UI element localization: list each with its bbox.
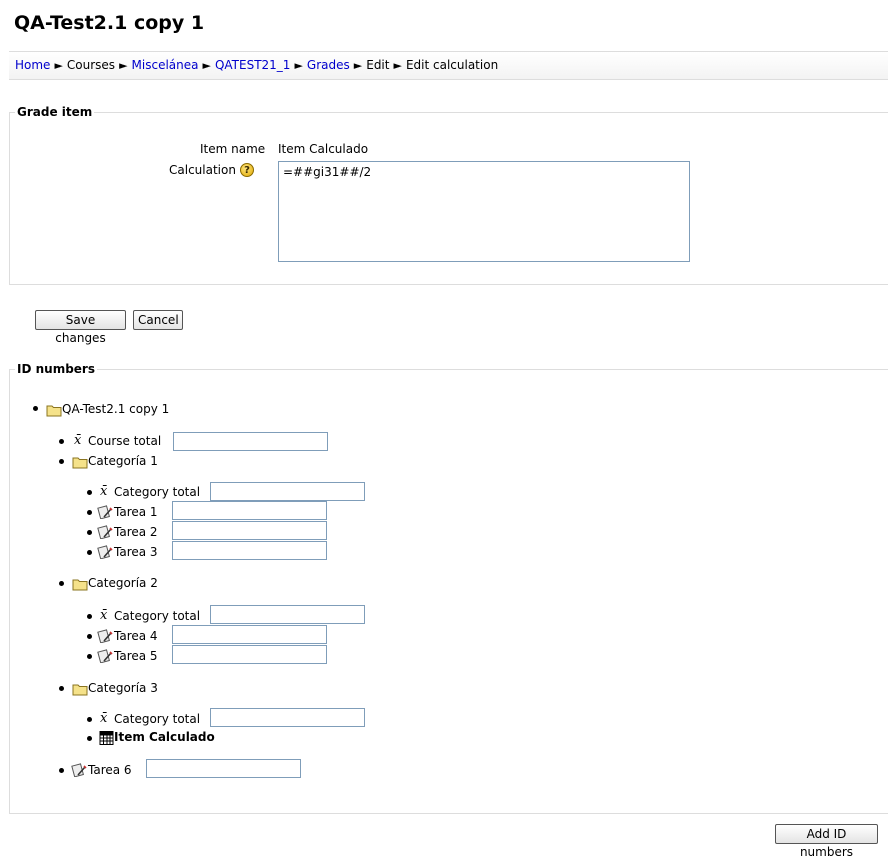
breadcrumb-separator: ►: [119, 59, 128, 72]
tarea-2-label: Tarea 2: [114, 525, 158, 539]
breadcrumb-separator: ►: [393, 59, 402, 72]
tarea-5-idnumber-input[interactable]: [172, 645, 327, 664]
folder-icon: [72, 579, 88, 591]
category-total-icon: x̄: [100, 608, 108, 623]
save-changes-button[interactable]: Save changes: [35, 310, 126, 345]
item-name-label: Item name: [200, 142, 266, 156]
category-2-total-label: Category total: [114, 609, 201, 623]
folder-icon: [72, 684, 88, 696]
tarea-1-label: Tarea 1: [114, 505, 158, 519]
list-bullet: [87, 736, 92, 741]
list-bullet: [59, 581, 64, 586]
category-3-total-label: Category total: [114, 712, 201, 726]
breadcrumb-separator: ►: [294, 59, 303, 72]
breadcrumb-course[interactable]: QATEST21_1: [214, 58, 291, 72]
category-2-total-idnumber-input[interactable]: [210, 605, 365, 624]
tarea-4-idnumber-input[interactable]: [172, 625, 327, 644]
assignment-icon: [97, 505, 113, 519]
item-calculado-label: Item Calculado: [114, 730, 215, 744]
breadcrumb: Home►Courses►Miscelánea►QATEST21_1►Grade…: [15, 58, 498, 72]
list-bullet: [59, 686, 64, 691]
tarea-6-idnumber-input[interactable]: [146, 759, 301, 778]
navbar: Home►Courses►Miscelánea►QATEST21_1►Grade…: [9, 51, 888, 80]
id-numbers-fieldset: [9, 369, 888, 814]
folder-icon: [72, 457, 88, 469]
list-bullet: [87, 550, 92, 555]
tarea-3-label: Tarea 3: [114, 545, 158, 559]
assignment-icon: [97, 525, 113, 539]
tarea-1-idnumber-input[interactable]: [172, 501, 327, 520]
tarea-3-idnumber-input[interactable]: [172, 541, 327, 560]
list-bullet: [59, 439, 64, 444]
category-3-total-idnumber-input[interactable]: [210, 708, 365, 727]
list-bullet: [87, 614, 92, 619]
list-bullet: [87, 490, 92, 495]
breadcrumb-category[interactable]: Miscelánea: [131, 58, 199, 72]
list-bullet: [33, 406, 38, 411]
cancel-button[interactable]: Cancel: [133, 310, 183, 330]
list-bullet: [59, 768, 64, 773]
assignment-icon: [97, 649, 113, 663]
calculator-icon: [99, 731, 114, 745]
category-1-label: Categoría 1: [88, 454, 158, 468]
id-numbers-legend: ID numbers: [15, 362, 97, 376]
breadcrumb-home[interactable]: Home: [15, 58, 51, 72]
assignment-icon: [71, 763, 87, 777]
grade-item-legend: Grade item: [15, 105, 95, 119]
folder-icon: [46, 405, 62, 417]
category-total-icon: x̄: [100, 711, 108, 726]
grade-item-fieldset: [9, 112, 888, 285]
course-root-label: QA-Test2.1 copy 1: [62, 402, 170, 416]
category-1-total-label: Category total: [114, 485, 201, 499]
category-total-icon: x̄: [100, 484, 108, 499]
breadcrumb-edit-calculation: Edit calculation: [405, 58, 499, 72]
breadcrumb-edit: Edit: [366, 58, 390, 72]
breadcrumb-courses: Courses: [66, 58, 116, 72]
help-icon[interactable]: ?: [240, 163, 254, 177]
category-3-label: Categoría 3: [88, 681, 158, 695]
tarea-5-label: Tarea 5: [114, 649, 158, 663]
breadcrumb-separator: ►: [202, 59, 211, 72]
tarea-2-idnumber-input[interactable]: [172, 521, 327, 540]
assignment-icon: [97, 629, 113, 643]
item-name-value: Item Calculado: [278, 142, 369, 156]
list-bullet: [87, 717, 92, 722]
list-bullet: [87, 510, 92, 515]
tarea-4-label: Tarea 4: [114, 629, 158, 643]
course-total-label: Course total: [88, 434, 162, 448]
list-bullet: [87, 634, 92, 639]
list-bullet: [59, 459, 64, 464]
course-total-idnumber-input[interactable]: [173, 432, 328, 451]
breadcrumb-separator: ►: [54, 59, 63, 72]
page-title: QA-Test2.1 copy 1: [14, 12, 205, 34]
breadcrumb-grades[interactable]: Grades: [306, 58, 350, 72]
calculation-textarea[interactable]: =##gi31##/2: [278, 161, 690, 262]
category-total-icon: x̄: [74, 433, 82, 448]
tarea-6-label: Tarea 6: [88, 763, 132, 777]
list-bullet: [87, 530, 92, 535]
category-1-total-idnumber-input[interactable]: [210, 482, 365, 501]
breadcrumb-separator: ►: [353, 59, 363, 72]
list-bullet: [87, 654, 92, 659]
assignment-icon: [97, 545, 113, 559]
calculation-label: Calculation: [169, 163, 236, 177]
category-2-label: Categoría 2: [88, 576, 158, 590]
add-id-numbers-button[interactable]: Add ID numbers: [775, 824, 878, 859]
